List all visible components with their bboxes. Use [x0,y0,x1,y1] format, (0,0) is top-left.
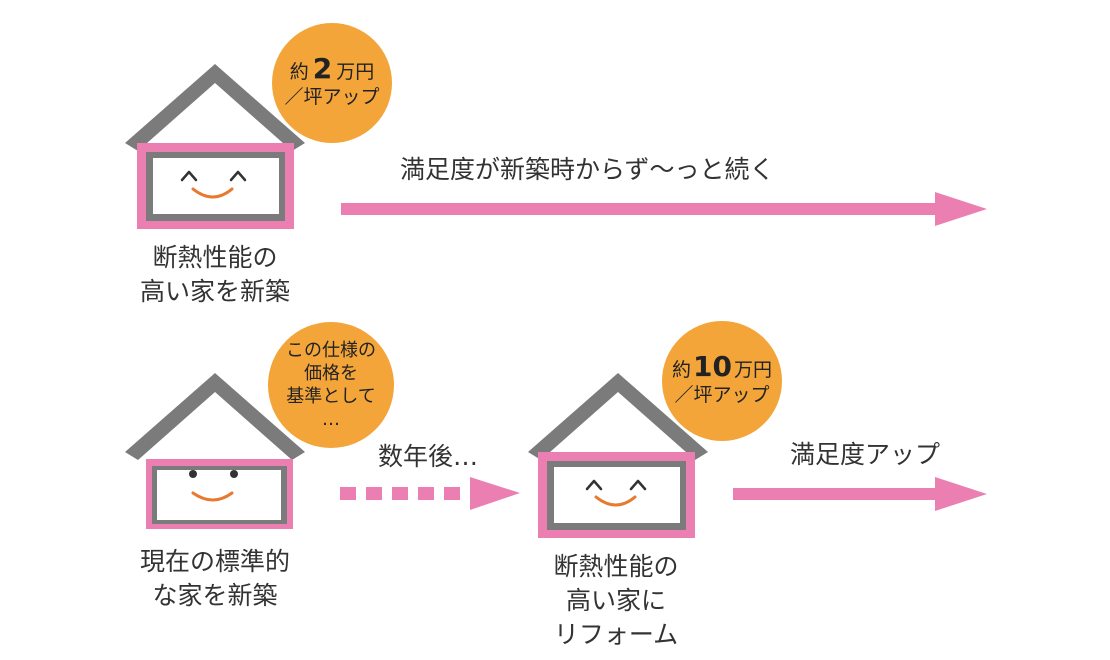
house-label-standard: 現在の標準的 な家を新築 [139,547,290,610]
smile-icon [594,495,637,507]
arrow-label-top: 満足度が新築時からず〜っと続く [400,155,775,184]
house-standard-new [125,373,305,529]
house-label-reform: 断熱性能の 高い家に リフォーム [553,552,679,649]
smile-icon [191,187,234,199]
eye-right-icon [229,170,247,182]
arrow-label-bottom: 満足度アップ [790,440,941,469]
eye-left-icon [180,170,198,182]
price-badge-basis-circle [268,322,394,448]
house-insulated-new [125,64,305,229]
house-window [554,467,680,523]
dotted-arrow-label: 数年後… [378,442,479,471]
house-roof [125,373,305,460]
eye-right-icon [230,470,238,478]
house-window [153,158,279,214]
house-roof [125,64,305,151]
smile-icon [191,491,234,502]
badge-line-2: ／坪アップ [284,86,380,108]
dotted-arrow [340,477,520,510]
house-label-top: 断熱性能の 高い家を新築 [139,243,290,306]
house-roof [528,373,708,460]
eye-left-icon [189,470,197,478]
house-window [157,470,281,520]
arrow-top [341,192,987,226]
eye-right-icon [629,479,647,491]
arrow-bottom [733,477,987,511]
eye-left-icon [585,479,603,491]
price-badge-basis: この仕様の 価格を 基準として … [286,340,376,430]
price-badge-bottom-circle [662,321,782,441]
badge-line-2: ／坪アップ [674,384,770,406]
house-insulated-reform [528,373,708,538]
price-badge-top-circle [272,23,392,143]
